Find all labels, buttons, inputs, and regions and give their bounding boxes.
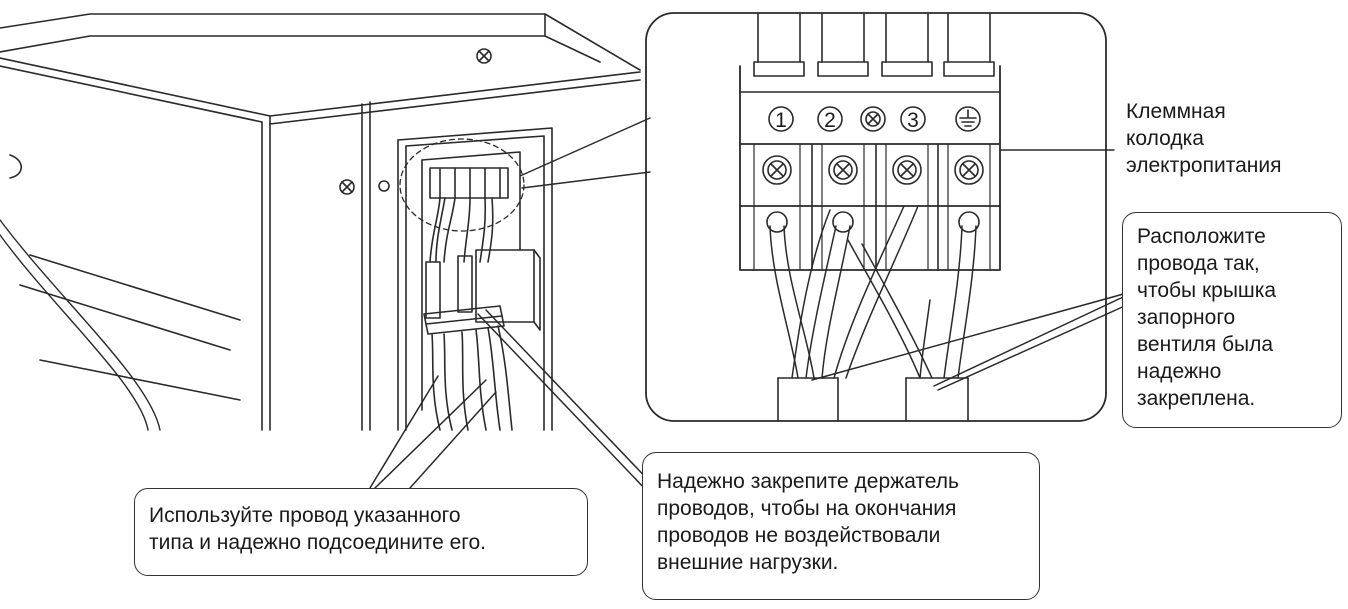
terminal-block: [739, 13, 1001, 271]
terminal-2-badge: 2: [817, 106, 843, 132]
fix-holder-callout: Надежно закрепите держатель проводов, чт…: [642, 452, 1040, 600]
arrange-wires-line: вентиля была: [1137, 333, 1274, 356]
arrange-wires-line: Расположите: [1137, 225, 1266, 248]
fix-holder-line: проводов не воздействовали: [657, 524, 941, 547]
inset-wires: [769, 205, 977, 421]
arrange-wires-line: чтобы крышка: [1137, 279, 1277, 302]
ground-icon: [955, 106, 981, 132]
arrange-wires-line: запорного: [1137, 306, 1236, 329]
terminal-1-label: 1: [775, 109, 787, 132]
fix-holder-line: внешние нагрузки.: [657, 551, 839, 574]
screw-icon: [339, 179, 355, 195]
fix-holder-line: Надежно закрепите держатель: [657, 470, 959, 493]
terminal-3-badge: 3: [900, 106, 926, 132]
terminal-block-label: Клеммная колодка электропитания: [1126, 98, 1281, 179]
screw-icon: [378, 180, 390, 192]
terminal-block-label-line: Клеммная: [1126, 100, 1226, 123]
terminal-block-label-line: колодка: [1126, 127, 1204, 150]
screw-icon: [892, 155, 922, 185]
arrange-wires-callout: Расположите провода так, чтобы крышка за…: [1122, 212, 1342, 428]
service-panel: [397, 127, 553, 431]
terminal-1-badge: 1: [768, 106, 794, 132]
terminal-screws: [762, 155, 984, 233]
screw-icon: [476, 48, 492, 64]
use-wire-line: типа и надежно подсоедините его.: [149, 531, 487, 554]
terminal-block-label-line: электропитания: [1126, 154, 1282, 177]
arrange-wires-line: провода так,: [1137, 252, 1260, 275]
screw-icon: [860, 106, 886, 132]
screw-icon: [762, 155, 792, 185]
terminal-3-label: 3: [907, 109, 919, 132]
outdoor-unit: [0, 13, 641, 431]
zoom-inset: [519, 12, 1107, 422]
arrange-wires-line: надежно: [1137, 360, 1222, 383]
screw-icon: [828, 155, 858, 185]
use-wire-callout: Используйте провод указанного типа и над…: [134, 488, 588, 576]
screw-icon: [954, 155, 984, 185]
arrange-wires-line: закреплена.: [1137, 387, 1256, 410]
callout-pointers: [369, 149, 1139, 493]
terminal-2-label: 2: [824, 109, 836, 132]
use-wire-line: Используйте провод указанного: [149, 504, 461, 527]
fix-holder-line: проводов, чтобы на окончания: [657, 497, 957, 520]
